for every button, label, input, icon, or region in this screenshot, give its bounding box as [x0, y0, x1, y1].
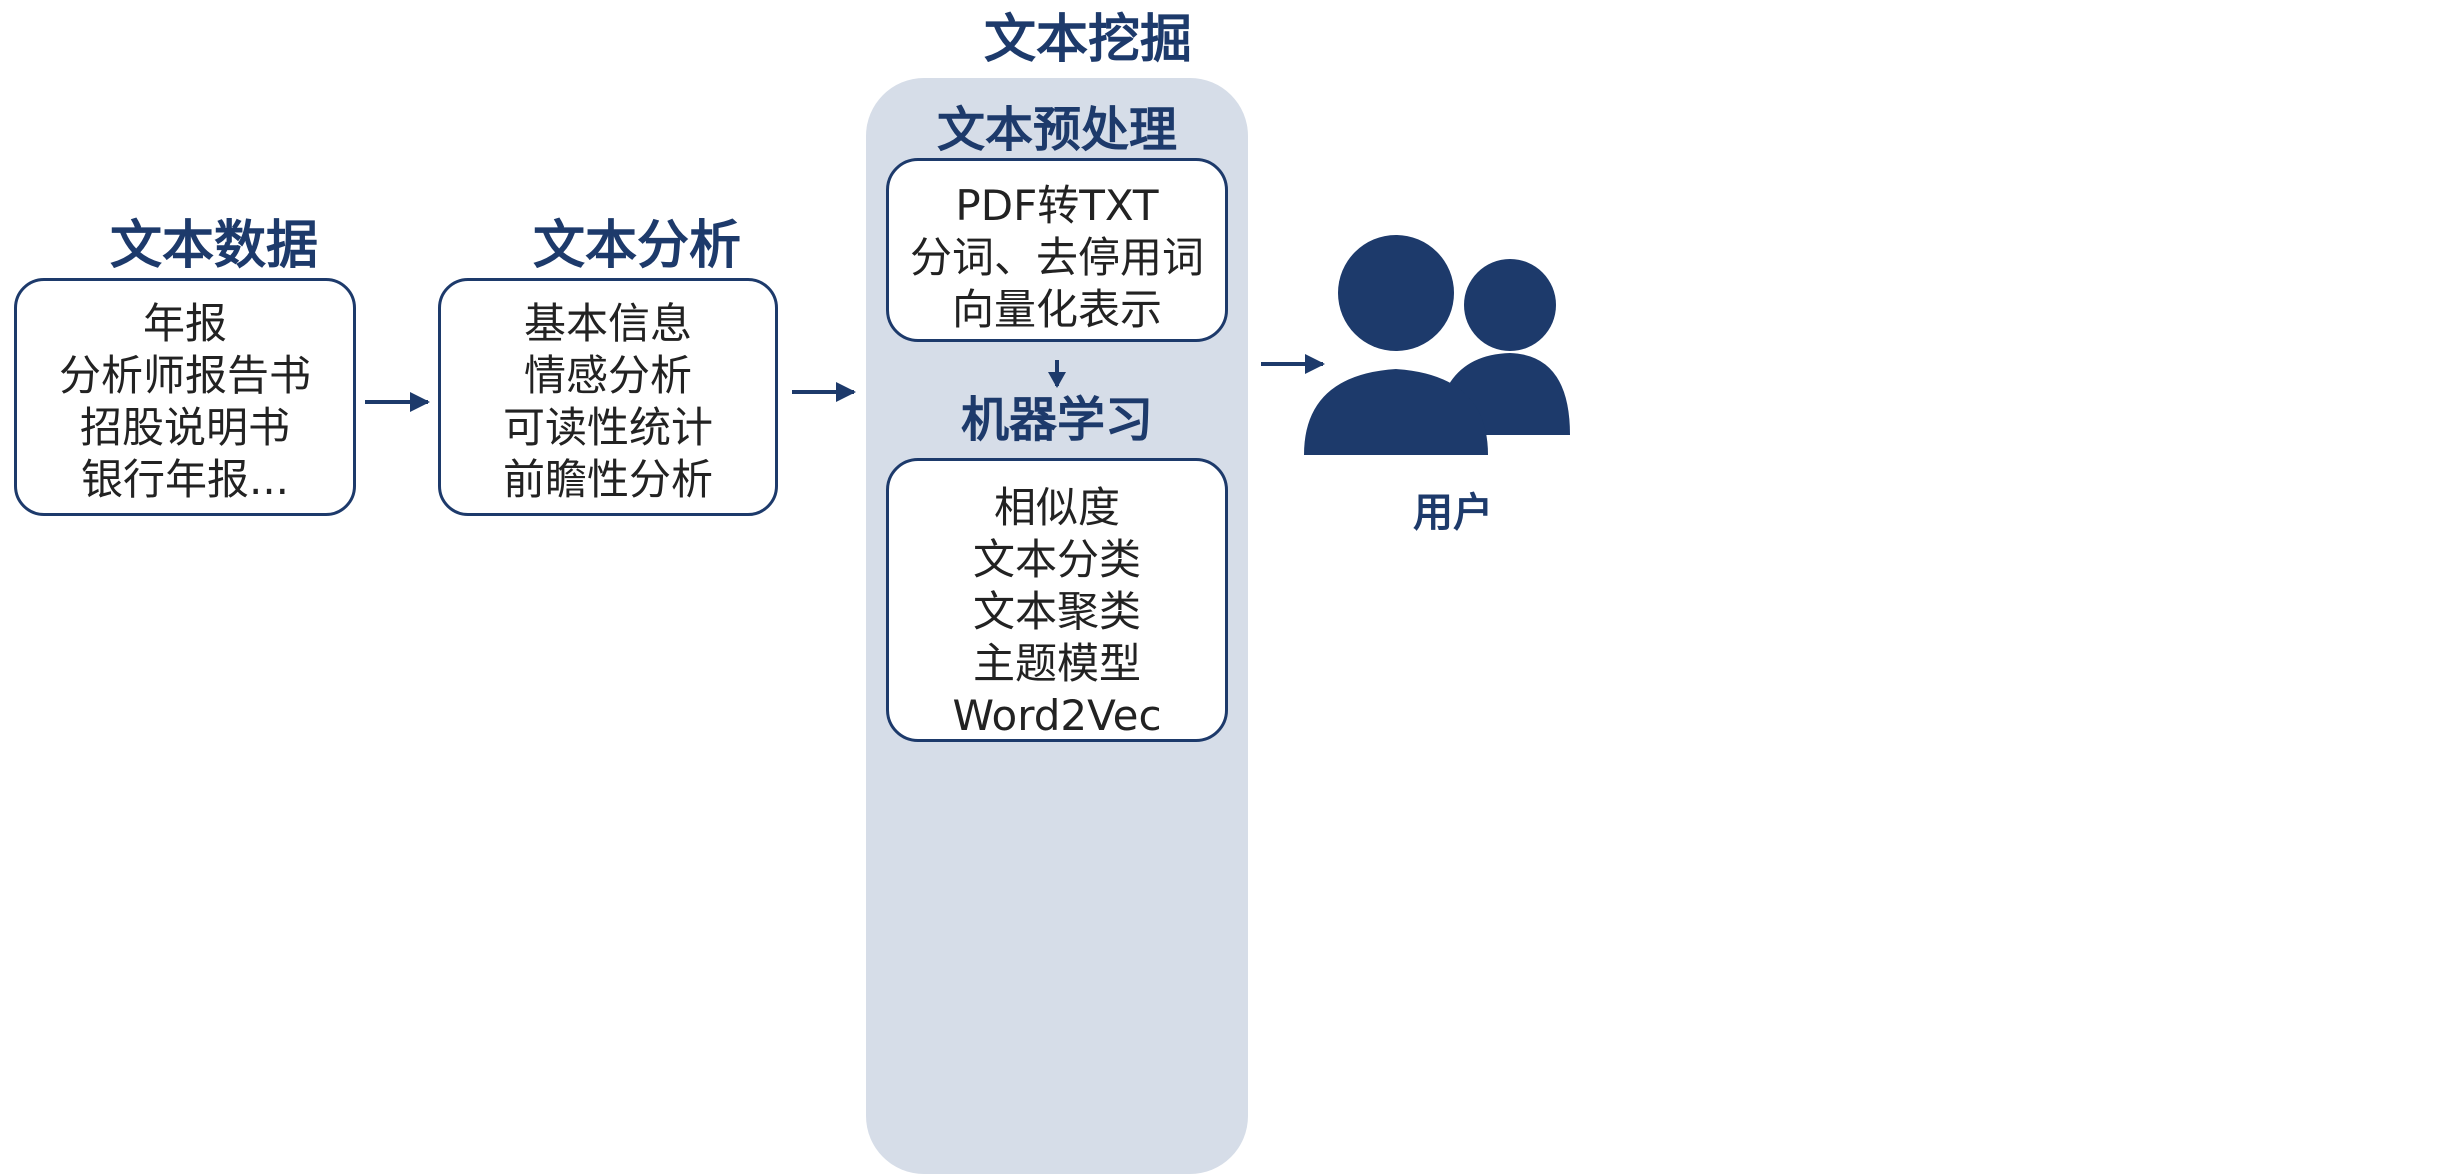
text-data-title: 文本数据	[110, 216, 319, 276]
text-data-list: 年报 分析师报告书 招股说明书 银行年报...	[17, 281, 353, 513]
list-item: 基本信息	[523, 299, 692, 348]
list-item: Word2Vec	[952, 691, 1162, 740]
list-item: 分析师报告书	[58, 351, 311, 400]
list-item: 银行年报...	[80, 455, 290, 504]
preprocessing-box: PDF转TXT 分词、去停用词 向量化表示	[886, 158, 1228, 342]
list-item: 招股说明书	[79, 403, 290, 452]
list-item: 分词、去停用词	[909, 233, 1204, 282]
text-analysis-box: 基本信息 情感分析 可读性统计 前瞻性分析	[438, 278, 778, 516]
preprocessing-title: 文本预处理	[936, 102, 1177, 158]
list-item: 主题模型	[972, 639, 1141, 688]
text-analysis-list: 基本信息 情感分析 可读性统计 前瞻性分析	[441, 281, 775, 513]
flow-arrow	[365, 392, 430, 412]
users-icon	[1304, 235, 1570, 455]
list-item: 年报	[142, 299, 227, 348]
list-item: PDF转TXT	[955, 181, 1159, 230]
list-item: 情感分析	[523, 351, 692, 400]
list-item: 文本聚类	[972, 587, 1141, 636]
text-data-box: 年报 分析师报告书 招股说明书 银行年报...	[14, 278, 356, 516]
text-mining-title: 文本挖掘	[984, 10, 1193, 70]
list-item: 可读性统计	[502, 403, 713, 452]
list-item: 前瞻性分析	[502, 455, 713, 504]
machine-learning-list: 相似度 文本分类 文本聚类 主题模型 Word2Vec	[889, 461, 1225, 739]
text-analysis-title: 文本分析	[533, 216, 742, 276]
list-item: 文本分类	[972, 535, 1141, 584]
user-label: 用户	[1413, 490, 1493, 536]
flow-arrow	[1261, 354, 1325, 374]
flow-arrow	[792, 382, 856, 402]
machine-learning-box: 相似度 文本分类 文本聚类 主题模型 Word2Vec	[886, 458, 1228, 742]
flow-down-arrow	[1048, 360, 1066, 388]
list-item: 向量化表示	[951, 285, 1162, 334]
machine-learning-title: 机器学习	[960, 392, 1153, 448]
list-item: 相似度	[993, 483, 1120, 532]
text-mining-panel: 文本预处理 PDF转TXT 分词、去停用词 向量化表示 机器学习 相似度 文本分…	[866, 78, 1248, 1174]
preprocessing-list: PDF转TXT 分词、去停用词 向量化表示	[889, 161, 1225, 339]
